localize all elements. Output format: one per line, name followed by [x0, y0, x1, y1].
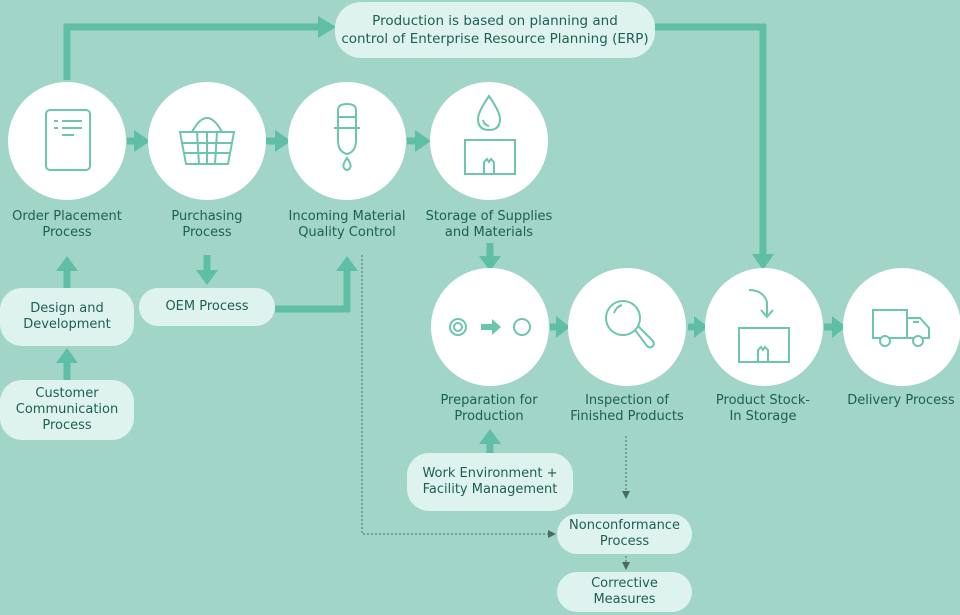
- droplet-box-icon: [464, 94, 516, 175]
- erp-banner: Production is based on planning and cont…: [335, 2, 655, 58]
- inspection-node: [568, 268, 686, 386]
- step-label-preparation: Preparation for Production: [440, 393, 538, 424]
- nonconformance-box: Nonconformance Process: [557, 514, 692, 554]
- corrective-measures-box: Corrective Measures: [557, 572, 692, 612]
- circles-arrow-icon: [449, 318, 531, 336]
- incoming-quality-control-node: [288, 82, 406, 200]
- purchasing-node: [148, 82, 266, 200]
- step-label-order-placement: Order Placement Process: [12, 209, 122, 240]
- work-environment-box: Work Environment + Facility Management: [407, 453, 573, 511]
- storage-node: [430, 82, 548, 200]
- step-label-purchasing: Purchasing Process: [171, 209, 243, 240]
- customer-communication-box: Customer Communication Process: [0, 380, 134, 440]
- step-label-inspection: Inspection of Finished Products: [570, 393, 684, 424]
- oem-process-box: OEM Process: [139, 288, 275, 326]
- step-label-delivery: Delivery Process: [847, 393, 955, 408]
- arrow-oem-to-incoming: [275, 270, 351, 313]
- shopping-basket-icon: [178, 117, 236, 165]
- stock-in-storage-node: [705, 268, 823, 386]
- delivery-node: [843, 268, 960, 386]
- test-tube-drop-icon: [334, 102, 360, 171]
- design-development-box: Design and Development: [0, 288, 134, 346]
- arrow-order-to-erp: [63, 23, 318, 80]
- step-label-storage: Storage of Supplies and Materials: [425, 209, 553, 240]
- preparation-node: [431, 268, 549, 386]
- dotted-incoming-to-nonconformance: [361, 255, 548, 535]
- arrow-erp-to-stock: [655, 23, 767, 255]
- box-down-arrow-icon: [738, 289, 790, 363]
- step-label-stock-in-storage: Product Stock- In Storage: [715, 393, 811, 424]
- order-placement-node: [8, 82, 126, 200]
- document-list-icon: [45, 109, 91, 171]
- magnifier-icon: [605, 300, 655, 349]
- delivery-truck-icon: [872, 309, 930, 347]
- step-label-incoming-quality-control: Incoming Material Quality Control: [288, 209, 406, 240]
